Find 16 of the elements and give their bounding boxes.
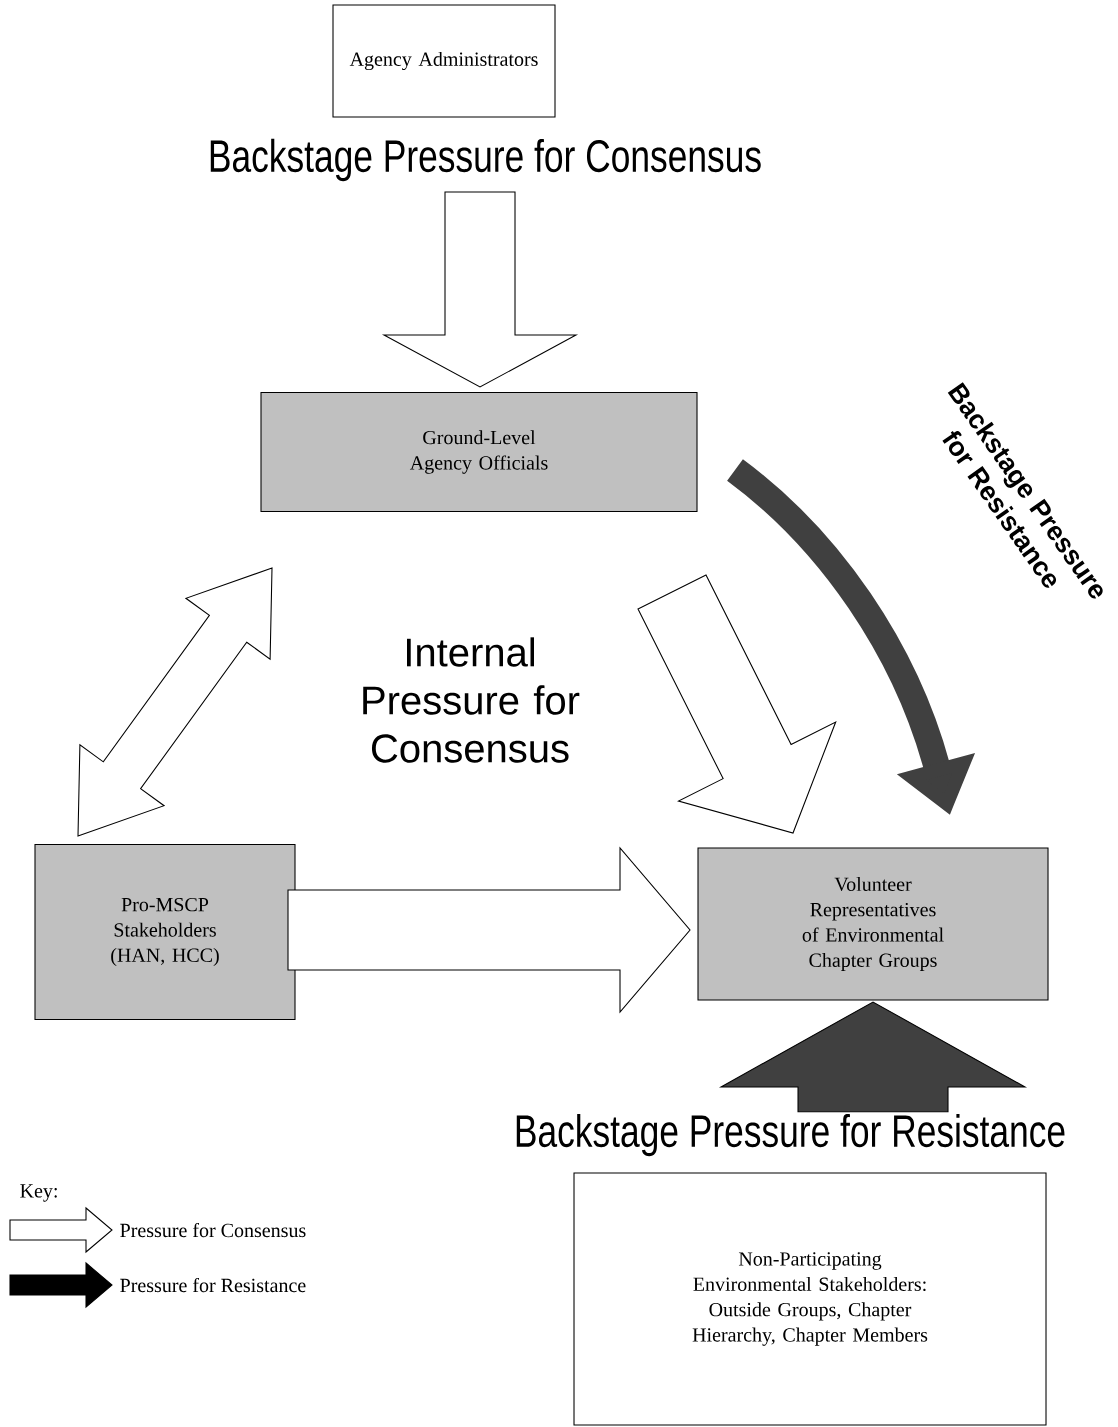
legend-text: Pressure for Resistance (120, 1277, 306, 1293)
block-arrow (77, 567, 273, 837)
block-arrow (718, 1001, 1028, 1113)
stakeholder-box: Volunteer Representatives of Environmental Chapter Groups (697, 847, 1049, 1001)
stakeholder-box: Agency Administrators (332, 4, 556, 118)
stakeholder-box: Pro-MSCP Stakeholders (HAN, HCC) (34, 843, 296, 1021)
legend-text: Pressure for Consensus (120, 1222, 306, 1238)
edge-label: Backstage Pressure for Resistance (512, 1112, 1068, 1158)
block-arrow (637, 574, 837, 834)
block-arrow (381, 191, 579, 388)
edge-label: Backstage Pressure for Consensus (206, 137, 764, 183)
key-heading: Key: (20, 1184, 57, 1202)
circular-text: Internal Pressure for Consensus (363, 637, 580, 763)
stakeholder-box: Ground-Level Agency Officials (260, 391, 698, 513)
block-arrow (287, 846, 691, 1014)
stakeholder-box: Non-Participating Environmental Stakeholders: Outside Groups, Chapter Hierarchy, Chapter Members (573, 1172, 1047, 1426)
